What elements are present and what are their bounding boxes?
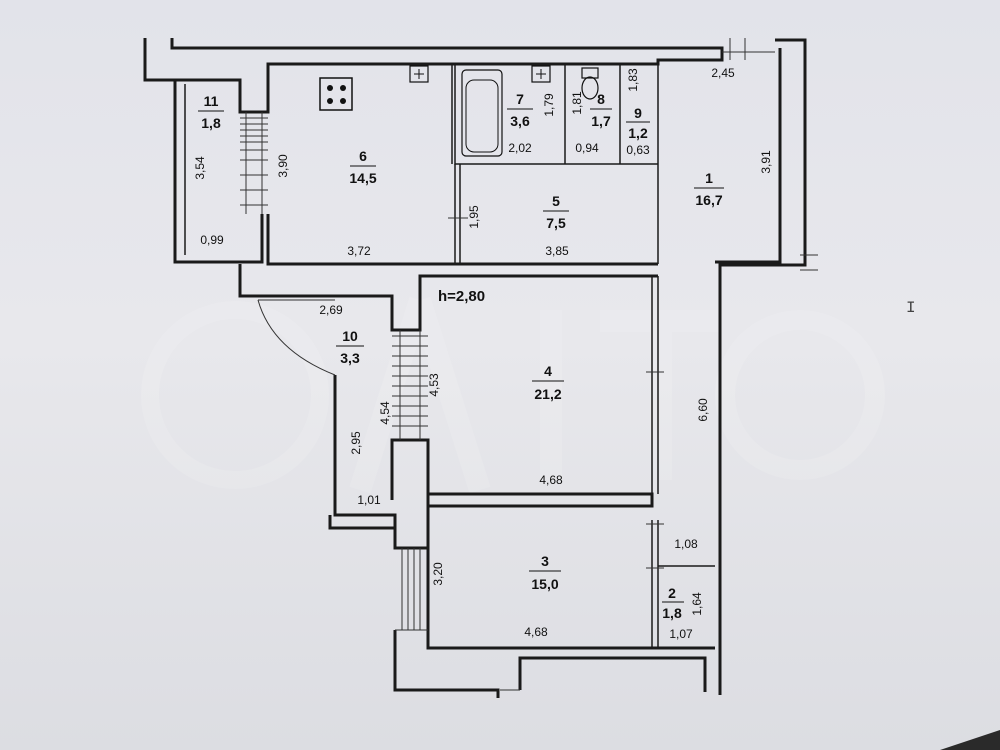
dim-1-81: 1,81 (570, 91, 584, 115)
dim-3-20: 3,20 (431, 562, 445, 586)
room-3-area: 15,0 (531, 576, 558, 592)
room-7-number: 7 (516, 91, 524, 107)
room-9-number: 9 (634, 105, 642, 121)
monitor-corner (940, 730, 1000, 750)
room-11-area: 1,8 (201, 115, 221, 131)
bathtub-icon (461, 69, 503, 157)
room-11-number: 11 (204, 93, 219, 109)
dim-6-60: 6,60 (696, 398, 710, 422)
dimension-ticks (448, 217, 664, 569)
room-2-area: 1,8 (662, 605, 682, 621)
kitchen-sink-icon (409, 65, 429, 83)
stove-icon (319, 77, 353, 111)
dim-3-54: 3,54 (193, 156, 207, 180)
room-1-area: 16,7 (695, 192, 722, 208)
room-10-number: 10 (342, 328, 358, 344)
text-cursor: I (906, 299, 916, 317)
dim-3-90: 3,90 (276, 154, 290, 178)
room-1-number: 1 (705, 170, 713, 186)
dim-1-08: 1,08 (674, 537, 698, 551)
room-5-number: 5 (552, 193, 560, 209)
dim-4-53: 4,53 (427, 373, 441, 397)
dim-1-79: 1,79 (542, 93, 556, 117)
watermark-logo (141, 296, 885, 494)
dim-3-72: 3,72 (347, 244, 371, 258)
ceiling-height-label: h=2,80 (438, 288, 485, 305)
dim-1-95: 1,95 (467, 205, 481, 229)
room-9-area: 1,2 (628, 125, 648, 141)
dim-0-99: 0,99 (200, 233, 224, 247)
dim-4-68-bottom: 4,68 (524, 625, 548, 639)
dim-1-01: 1,01 (357, 493, 381, 507)
room-6-area: 14,5 (349, 170, 376, 186)
dim-2-69: 2,69 (319, 303, 343, 317)
dim-3-91: 3,91 (759, 150, 773, 174)
dim-0-63: 0,63 (626, 143, 650, 157)
dimension-labels: 2,45 3,91 6,60 1,08 1,64 1,07 4,68 4,68 … (193, 66, 773, 641)
room-10-area: 3,3 (340, 350, 360, 366)
dim-4-68-top: 4,68 (539, 473, 563, 487)
toilet-icon (581, 67, 599, 100)
room-6-number: 6 (359, 148, 367, 164)
room-7-area: 3,6 (510, 113, 530, 129)
room-8-number: 8 (597, 91, 605, 107)
dim-4-54: 4,54 (378, 401, 392, 425)
room-2-number: 2 (668, 585, 676, 601)
room-4-number: 4 (544, 363, 552, 379)
walls (143, 38, 807, 698)
dim-1-07: 1,07 (669, 627, 693, 641)
dim-2-02: 2,02 (508, 141, 532, 155)
door-swing-arc (257, 299, 336, 376)
room-labels: 6 14,5 7 3,6 8 1,7 9 1,2 1 16,7 5 7,5 11… (198, 91, 724, 621)
dim-0-94: 0,94 (575, 141, 599, 155)
dim-1-64: 1,64 (690, 592, 704, 616)
dim-3-85: 3,85 (545, 244, 569, 258)
dim-1-83: 1,83 (626, 68, 640, 92)
room-8-area: 1,7 (591, 113, 611, 129)
room-4-area: 21,2 (534, 386, 561, 402)
room-3-number: 3 (541, 553, 549, 569)
bath-sink-icon (531, 65, 551, 83)
window-marks (240, 38, 818, 691)
dim-2-45: 2,45 (711, 66, 735, 80)
room-5-area: 7,5 (546, 215, 566, 231)
dim-2-95: 2,95 (349, 431, 363, 455)
